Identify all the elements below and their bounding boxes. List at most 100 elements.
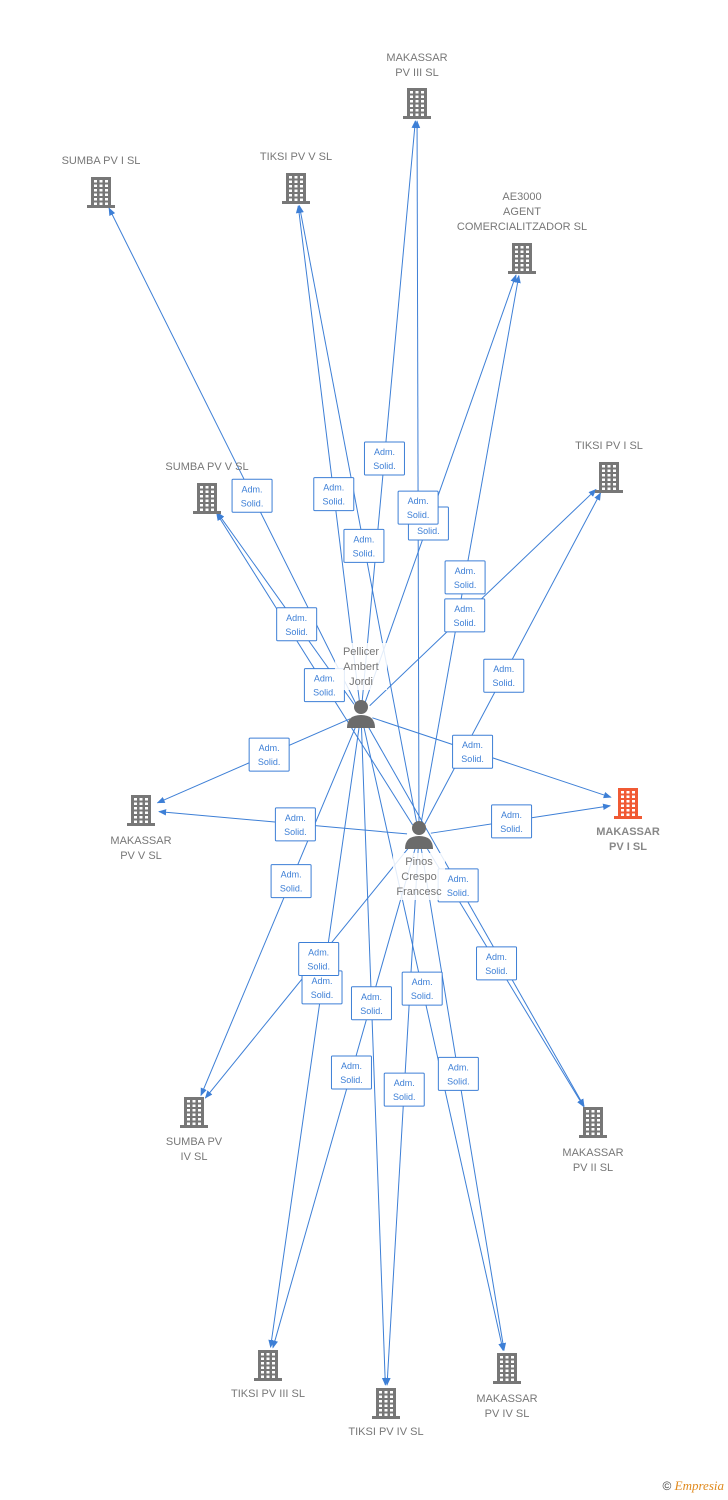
role-badge-text: Solid. xyxy=(340,1075,363,1085)
role-badge-adm-solid[interactable]: Adm.Solid. xyxy=(343,528,385,563)
role-badge-text: Solid. xyxy=(393,1092,416,1102)
role-badge-text: Adm. xyxy=(259,743,280,753)
role-badge-adm-solid[interactable]: Adm.Solid. xyxy=(437,1056,479,1091)
role-badge-text: Adm. xyxy=(361,992,382,1002)
role-badge-text: Solid. xyxy=(485,966,508,976)
role-badge-text: Solid. xyxy=(373,461,396,471)
role-badge-adm-solid[interactable]: Adm.Solid. xyxy=(383,1072,425,1107)
role-badge-text: Solid. xyxy=(453,618,476,628)
node-label: PV I SL xyxy=(609,841,647,853)
node-label: MAKASSAR xyxy=(110,835,171,847)
role-badge-adm-solid[interactable]: Adm.Solid. xyxy=(313,477,355,512)
role-badge-text: Solid. xyxy=(411,991,434,1001)
building-icon xyxy=(493,1353,521,1384)
role-badge-text: Solid. xyxy=(500,824,523,834)
edge-pinos-to-ae3000 xyxy=(420,274,521,824)
node-label: Ambert xyxy=(343,661,378,673)
node-label: COMERCIALITZADOR SL xyxy=(457,221,587,233)
role-badge-adm-solid[interactable]: Adm. Solid. xyxy=(476,946,518,981)
building-icon xyxy=(127,795,155,826)
role-badge-adm-solid[interactable]: Adm. Solid. xyxy=(401,971,443,1006)
role-badge-adm-solid[interactable]: Adm.Solid. xyxy=(274,807,316,842)
role-badge-adm-solid[interactable]: Adm.Solid. xyxy=(491,804,533,839)
role-badge-text: Adm. xyxy=(454,604,475,614)
role-badge-box xyxy=(270,864,312,899)
node-label: TIKSI PV III SL xyxy=(231,1388,305,1400)
company-node-tiksi-pv-i[interactable]: TIKSI PV I SL xyxy=(575,440,643,493)
copyright-symbol: © xyxy=(662,1479,672,1493)
role-badge-text: Adm. xyxy=(353,534,374,544)
edge-pinos-to-makassar-pv-iv xyxy=(420,846,507,1352)
node-label: MAKASSAR xyxy=(386,52,447,64)
role-badge-text: Adm. xyxy=(486,952,507,962)
role-badge-box xyxy=(313,477,355,512)
role-badge-text: Adm. xyxy=(412,977,433,987)
role-badge-box xyxy=(363,441,405,476)
person-icon xyxy=(405,821,433,849)
role-badge-text: Adm. xyxy=(455,566,476,576)
company-node-tiksi-pv-iv[interactable]: TIKSI PV IV SL xyxy=(348,1388,424,1438)
building-icon xyxy=(508,243,536,274)
building-icon xyxy=(87,177,115,208)
role-badge-adm-solid[interactable]: Adm.Solid. xyxy=(444,560,486,595)
building-icon xyxy=(595,462,623,493)
company-node-tiksi-pv-iii[interactable]: TIKSI PV III SL xyxy=(231,1350,305,1400)
role-badge-adm-solid[interactable]: Adm.Solid. xyxy=(350,986,392,1021)
role-badge-adm-solid[interactable]: Adm.Solid. xyxy=(437,868,479,903)
role-badge-adm-solid[interactable]: Adm.Solid. xyxy=(276,607,318,642)
role-badge-box xyxy=(330,1055,372,1090)
company-node-makassar-pv-i[interactable]: MAKASSAR PV I SL xyxy=(596,788,660,853)
role-badge-adm-solid[interactable]: Adm.Solid. xyxy=(270,864,312,899)
edge-pellicer-to-sumba-pv-iv xyxy=(200,724,357,1097)
node-label: PV V SL xyxy=(120,850,162,862)
edge-pinos-to-tiksi-pv-i xyxy=(424,492,602,825)
node-label: MAKASSAR xyxy=(562,1147,623,1159)
role-badge-adm-solid[interactable]: Adm. Solid. xyxy=(330,1055,372,1090)
company-node-sumba-pv-i[interactable]: SUMBA PV I SL xyxy=(62,155,141,208)
role-badge-text: Solid. xyxy=(241,498,264,508)
node-label: Jordi xyxy=(349,676,373,688)
role-badge-adm-solid[interactable]: Adm.Solid. xyxy=(298,941,340,976)
role-badge-box xyxy=(444,598,486,633)
node-label: PV III SL xyxy=(395,67,438,79)
role-badge-adm-solid[interactable]: Adm.Solid. xyxy=(231,478,273,513)
company-node-tiksi-pv-v[interactable]: TIKSI PV V SL xyxy=(260,151,332,204)
node-label: Crespo xyxy=(401,871,436,883)
role-badge-adm-solid[interactable]: Adm. Solid. xyxy=(444,598,486,633)
edge-pinos-to-tiksi-pv-v xyxy=(297,204,418,824)
role-badge-adm-solid[interactable]: Adm.Solid. xyxy=(483,658,525,693)
role-badge-text: Adm. xyxy=(341,1061,362,1071)
role-badge-text: Solid. xyxy=(461,754,484,764)
role-badge-adm-solid[interactable]: Adm.Solid. xyxy=(248,737,290,772)
role-badge-box xyxy=(276,607,318,642)
company-node-sumba-pv-v[interactable]: SUMBA PV V SL xyxy=(165,461,249,514)
role-badge-text: Adm. xyxy=(448,874,469,884)
person-icon xyxy=(347,700,375,728)
edge-pinos-to-tiksi-pv-iv xyxy=(384,846,419,1386)
role-badge-box xyxy=(397,490,439,525)
role-badge-text: Solid. xyxy=(417,526,440,536)
building-icon xyxy=(282,173,310,204)
role-badge-box xyxy=(383,1072,425,1107)
role-badge-adm-solid[interactable]: Adm. Solid. xyxy=(363,441,405,476)
role-badge-box xyxy=(350,986,392,1021)
role-badge-adm-solid[interactable]: Adm.Solid. xyxy=(397,490,439,525)
company-node-makassar-pv-iii[interactable]: MAKASSAR PV III SL xyxy=(386,52,448,119)
role-badge-text: Adm. xyxy=(374,447,395,457)
node-label: MAKASSAR xyxy=(596,826,660,838)
node-label: Pellicer xyxy=(343,646,379,658)
edge-pellicer-to-ae3000 xyxy=(364,274,517,703)
role-badge-adm-solid[interactable]: Adm.Solid. xyxy=(301,970,343,1005)
role-badge-text: Adm. xyxy=(286,613,307,623)
building-icon xyxy=(579,1107,607,1138)
role-badge-text: Adm. xyxy=(285,813,306,823)
node-label: PV IV SL xyxy=(485,1408,530,1420)
role-badge-adm-solid[interactable]: Adm.Solid. xyxy=(452,734,494,769)
company-node-makassar-pv-v[interactable]: MAKASSAR PV V SL xyxy=(110,795,172,862)
